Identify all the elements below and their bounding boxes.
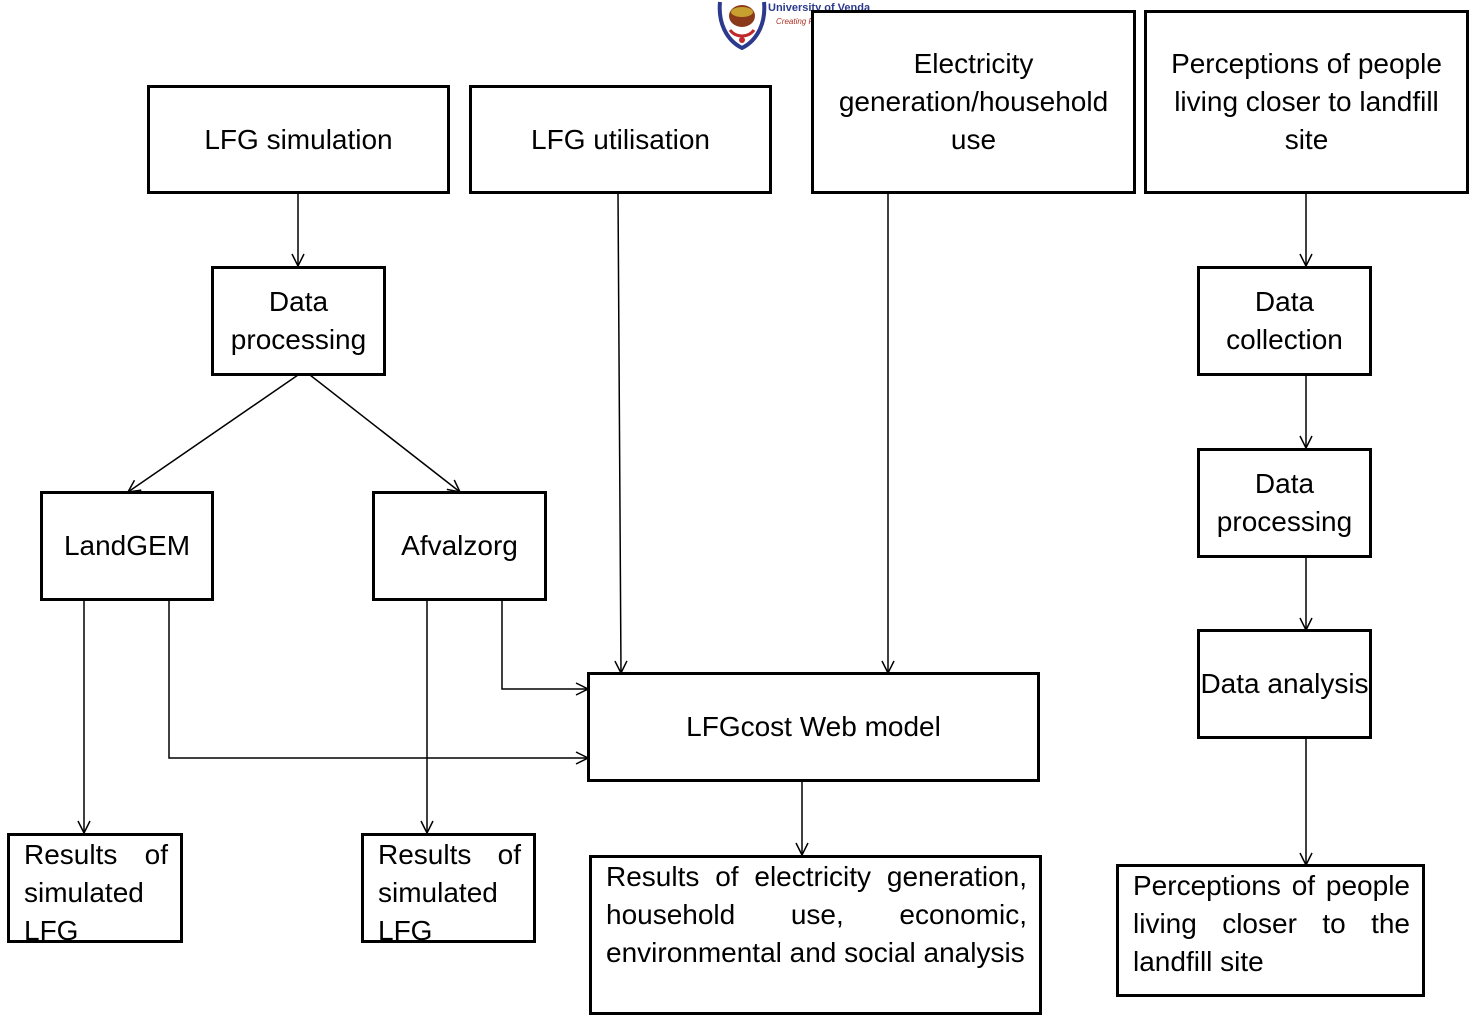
arrow-processing-to-afvalzorg [309, 374, 460, 492]
node-label: Results of electricity generation, house… [606, 861, 1027, 968]
node-lfg-simulation: LFG simulation [147, 85, 450, 194]
node-data-processing-left: Data processing [211, 266, 386, 376]
arrow-utilisation-to-lfgcost [618, 192, 621, 673]
node-label: Data collection [1226, 286, 1343, 355]
node-results-landgem: Results of simulated LFG [7, 833, 183, 946]
node-perceptions-result: Perceptions of people living closer to t… [1116, 864, 1425, 997]
node-label: LandGEM [63, 530, 191, 561]
node-label: Data processing [1216, 468, 1353, 537]
arrow-landgem-to-lfgcost [168, 598, 588, 758]
university-crest-icon [717, 1, 767, 50]
arrow-afvalzorg-to-lfgcost [501, 600, 588, 689]
node-label: Data analysis [1200, 668, 1369, 699]
node-results-afvalzorg: Results of simulated LFG [361, 833, 536, 946]
node-data-analysis: Data analysis [1197, 629, 1372, 739]
node-label: Results of simulated LFG [24, 839, 168, 946]
node-label: LFG simulation [204, 123, 393, 155]
node-landgem: LandGEM [40, 491, 214, 601]
node-perceptions-top: Perceptions of people living closer to l… [1144, 10, 1469, 194]
node-data-processing-right: Data processing [1197, 448, 1372, 558]
node-results-lfgcost: Results of electricity generation, house… [589, 855, 1042, 1015]
node-afvalzorg: Afvalzorg [372, 491, 547, 601]
node-electricity-generation: Electricity generation/household use [811, 10, 1136, 194]
node-label: Data processing [230, 286, 367, 355]
arrow-processing-to-landgem [128, 374, 299, 492]
node-label: LFG utilisation [531, 123, 710, 155]
node-label: Results of simulated LFG [378, 839, 521, 946]
node-label: LFGcost Web model [686, 711, 941, 742]
node-data-collection: Data collection [1197, 266, 1372, 376]
node-label: Electricity generation/household use [838, 48, 1109, 155]
node-lfg-utilisation: LFG utilisation [469, 85, 772, 194]
node-label: Perceptions of people living closer to t… [1133, 870, 1410, 977]
node-label: Afvalzorg [401, 530, 518, 561]
node-lfgcost-model: LFGcost Web model [587, 672, 1040, 782]
node-label: Perceptions of people living closer to l… [1171, 48, 1442, 155]
